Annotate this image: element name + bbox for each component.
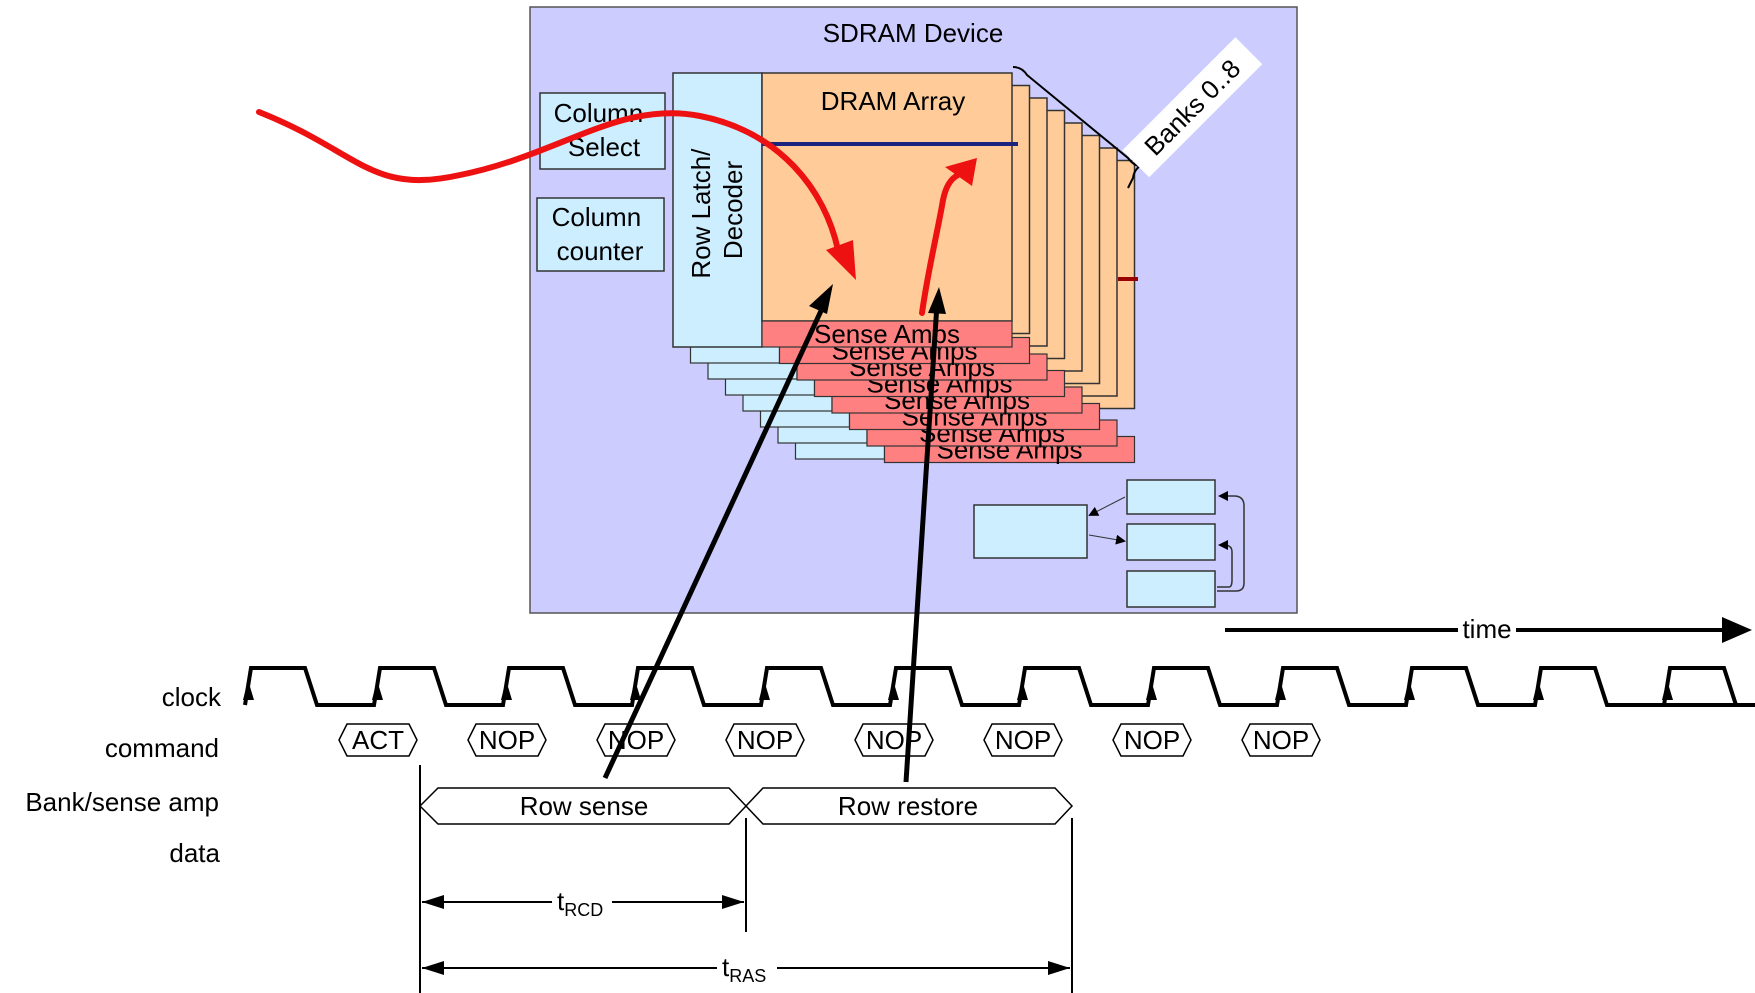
sdram-device: SDRAM Device Column Select Column counte…	[529, 6, 1298, 614]
column-data-path	[256, 109, 841, 253]
time-label: time	[1462, 614, 1511, 644]
clock-waveform	[243, 666, 1755, 707]
clock-edge-arrow	[501, 680, 512, 700]
clock-edge-arrow	[888, 680, 899, 700]
timing-diagram: time clock command Bank/sense amp data A…	[25, 614, 1755, 993]
data-flow-arrows	[256, 109, 977, 316]
clock-edge-arrow	[1017, 680, 1028, 700]
clock-edge-arrow	[1404, 680, 1415, 700]
trcd-label: tRCD	[557, 886, 603, 920]
clock-edge-arrow	[1662, 680, 1673, 700]
command-box	[467, 723, 547, 757]
column-select-box	[539, 92, 666, 170]
dram-array	[761, 72, 1013, 322]
signal-label-bank: Bank/sense amp	[25, 787, 219, 817]
dram-array-label: DRAM Array	[821, 86, 965, 116]
command-label: ACT	[352, 725, 404, 755]
refresh-box-1	[1126, 479, 1216, 515]
refresh-box-3	[1126, 570, 1216, 608]
column-select-label: Column Select	[554, 98, 651, 162]
clock-edge-arrow	[372, 680, 383, 700]
row-decoder-label: Row Latch/ Decoder	[686, 141, 748, 278]
command-box	[1241, 723, 1321, 757]
clock-edge-arrow	[1146, 680, 1157, 700]
column-counter-label: Column counter	[552, 202, 649, 266]
time-axis-arrowhead	[1722, 617, 1752, 643]
column-data-arrowhead	[826, 240, 856, 280]
clock-edge-arrow	[1533, 680, 1544, 700]
command-label: NOP	[737, 725, 793, 755]
clock-edge-arrow	[630, 680, 641, 700]
row-sense-arrow	[602, 298, 829, 780]
phase-row-sense-label: Row sense	[520, 791, 649, 821]
restore-data-path	[919, 172, 961, 316]
tras-label: tRAS	[722, 952, 766, 986]
command-label: NOP	[1253, 725, 1309, 755]
refresh-box-2	[1126, 523, 1216, 561]
command-box	[983, 723, 1063, 757]
command-label: NOP	[479, 725, 535, 755]
command-label: NOP	[866, 725, 922, 755]
command-box	[725, 723, 805, 757]
clock-edge-arrow	[243, 680, 254, 700]
row-sense-arrowhead	[809, 284, 833, 314]
signal-label-clock: clock	[162, 682, 222, 712]
signal-label-data: data	[169, 838, 220, 868]
correlation-arrows	[602, 284, 946, 783]
phase-row-restore	[744, 787, 1074, 825]
command-label: NOP	[1124, 725, 1180, 755]
mode-register-box	[973, 504, 1088, 559]
phase-row-restore-label: Row restore	[838, 791, 978, 821]
clock-edge-arrow	[1275, 680, 1286, 700]
clock-line	[243, 666, 1755, 707]
command-box	[338, 723, 418, 757]
row-restore-arrow	[903, 303, 940, 783]
row-restore-arrowhead	[928, 287, 946, 314]
clock-edge-arrow	[759, 680, 770, 700]
command-label: NOP	[995, 725, 1051, 755]
command-box	[854, 723, 934, 757]
device-title: SDRAM Device	[823, 18, 1004, 48]
banks-brace	[1012, 66, 1144, 189]
command-box	[1112, 723, 1192, 757]
signal-label-command: command	[105, 733, 219, 763]
column-counter-box	[536, 197, 665, 272]
restore-data-arrowhead	[945, 158, 977, 186]
